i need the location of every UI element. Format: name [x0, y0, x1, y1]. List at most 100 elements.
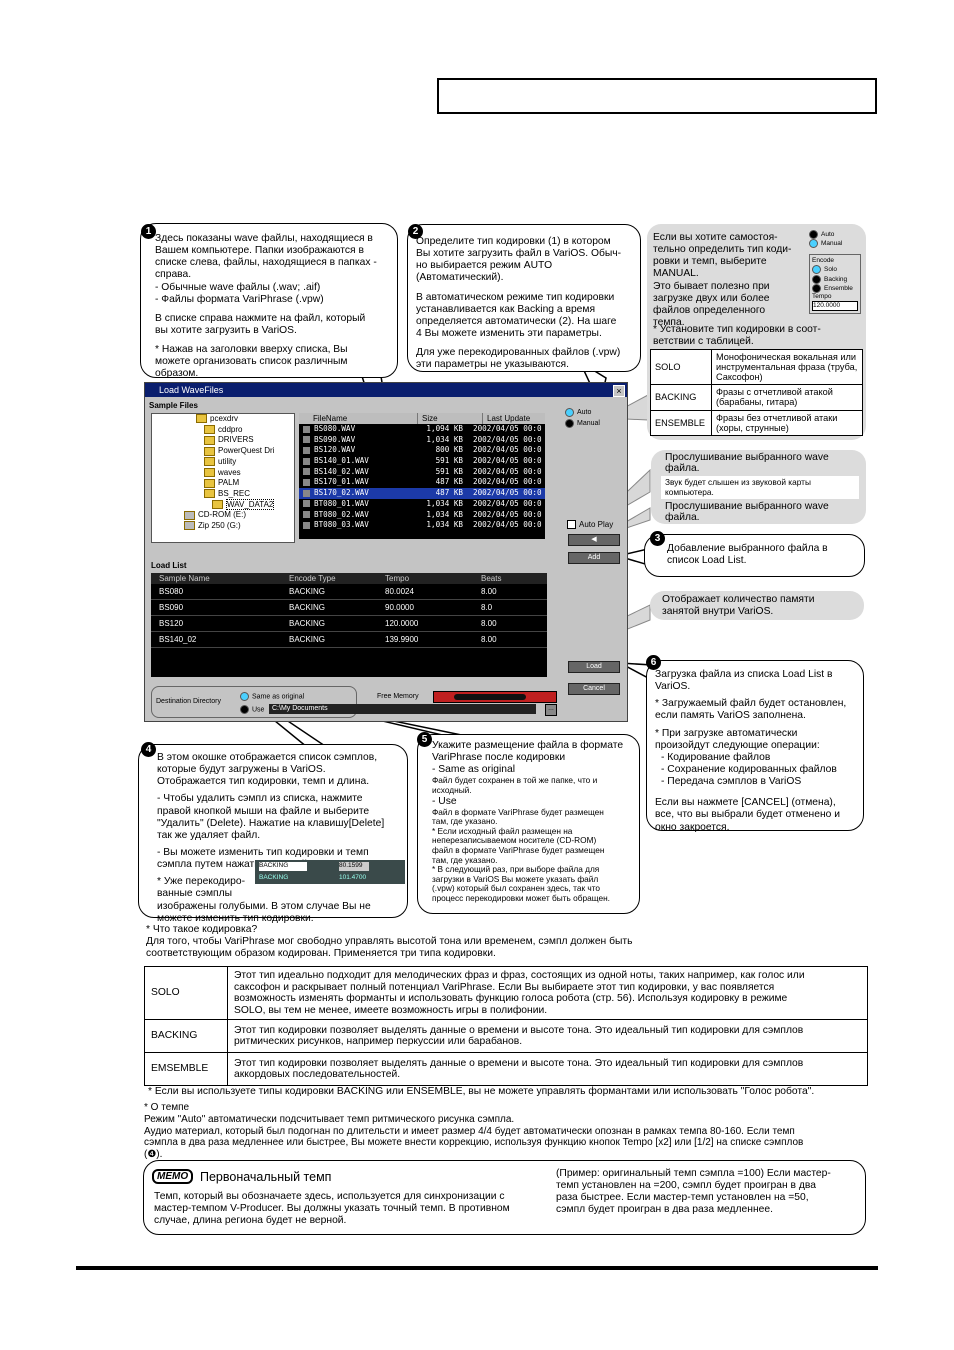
callout-4-line: - Вы можете изменить тип кодировки и тем…: [157, 846, 369, 858]
memo-title: Первоначальный темп: [200, 1170, 332, 1184]
folder-tree[interactable]: pcexdrv cddpro DRIVERS PowerQuest Dri ut…: [151, 413, 295, 543]
callout-1-line: - Файлы формата VariPhrase (.vpw): [155, 293, 324, 305]
col-size[interactable]: Size: [418, 413, 483, 424]
callout-memory: Отображает количество памяти занятой вну…: [650, 591, 864, 620]
free-memory-label: Free Memory: [377, 693, 419, 700]
ll-col-tempo[interactable]: Tempo: [385, 574, 410, 583]
tempo-line: Режим "Auto" автоматически подсчитывает …: [144, 1113, 515, 1125]
file-name: BS170_02.WAV: [314, 488, 369, 498]
tree-item[interactable]: CD-ROM (E:): [156, 510, 294, 521]
folder-icon: [204, 478, 215, 488]
callout-5-small: * В следующий раз, при выборе файла для: [432, 864, 600, 875]
encode-type: SOLO: [144, 965, 228, 1021]
ll-col-sample[interactable]: Sample Name: [159, 574, 210, 583]
callout-1-line: В списке справа нажмите на файл, который: [155, 312, 366, 324]
tree-item[interactable]: DRIVERS: [156, 435, 294, 446]
add-button[interactable]: Add: [568, 552, 620, 564]
tree-item[interactable]: cddpro: [156, 425, 294, 436]
callout-3-line: Добавление выбранного файла в: [667, 543, 828, 554]
tree-item-selected[interactable]: WAV_DATA2: [156, 498, 294, 511]
callout-4-line: изображены голубыми. В этом случае Вы не: [157, 900, 371, 912]
ll-beats: 8.00: [481, 587, 497, 596]
manual-note-line: * Установите тип кодировки в соот-: [653, 324, 821, 335]
manual-radio[interactable]: Manual: [565, 418, 600, 429]
auto-label: Auto: [577, 409, 592, 416]
mini-encode-value: BACKING: [259, 862, 307, 871]
tempo-line: Аудио материал, который был подогнан по …: [144, 1125, 795, 1137]
ll-tempo: 139.9900: [385, 635, 419, 644]
ll-col-encode[interactable]: Encode Type: [289, 574, 336, 583]
tree-item[interactable]: BS_REC: [156, 489, 294, 500]
col-filename[interactable]: FileName: [299, 413, 418, 424]
callout-1-line: вы хотите загрузить в VariOS.: [155, 324, 297, 336]
file-size: 487 KB: [435, 488, 463, 498]
use-path-field[interactable]: C:\My Documents: [269, 704, 536, 714]
tree-item[interactable]: waves: [156, 468, 294, 479]
play-icon: ◀: [591, 536, 597, 543]
wave-file-icon: [303, 500, 310, 508]
manual-text: Если вы хотите самостоя- тельно определи…: [653, 232, 803, 329]
play-bottom: Прослушивание выбранного wave файла.: [665, 501, 829, 524]
ll-tempo: 80.0024: [385, 587, 414, 596]
load-list-header: Sample Name Encode Type Tempo Beats: [151, 573, 547, 584]
file-name: BT080_01.WAV: [314, 498, 369, 508]
browse-button[interactable]: …: [545, 704, 557, 716]
use-radio[interactable]: Use: [240, 705, 264, 714]
radio-off-icon: [240, 705, 249, 714]
cancel-button[interactable]: Cancel: [568, 683, 620, 695]
file-list-header: FileName Size Last Update: [299, 413, 545, 424]
tree-item[interactable]: Zip 250 (G:): [156, 521, 294, 532]
load-button[interactable]: Load: [568, 661, 620, 673]
play-sub-line: Звук будет слышен из звуковой карты: [665, 477, 811, 487]
file-name: BT080_03.WAV: [314, 520, 369, 530]
step-5-badge: 5: [417, 732, 432, 747]
manual-line: MANUAL.: [653, 268, 699, 280]
play-title-line: файла.: [665, 463, 700, 475]
file-date: 2002/04/05 00:0: [473, 520, 542, 530]
callout-6-line: Загрузка файла из списка Load List в: [655, 669, 833, 680]
encode-type: EMSEMBLE: [144, 1052, 228, 1087]
same-as-original-label: Same as original: [252, 693, 305, 701]
encode-desc: Этот тип кодировки позволяет выделять да…: [227, 1052, 868, 1087]
load-list[interactable]: Sample Name Encode Type Tempo Beats BS08…: [151, 573, 547, 677]
callout-3: Добавление выбранного файла в список Loa…: [644, 534, 865, 577]
auto-play-checkbox[interactable]: Auto Play: [567, 520, 613, 530]
load-list-label: Load List: [151, 561, 187, 570]
tempo-line: * О темпе: [144, 1102, 190, 1113]
callout-6-line: произойдут следующие операции:: [655, 739, 820, 751]
col-last-update[interactable]: Last Update: [487, 414, 531, 423]
free-memory-meter-track: [454, 694, 526, 700]
tree-item[interactable]: pcexdrv: [156, 414, 294, 425]
close-button[interactable]: ×: [613, 385, 625, 397]
same-as-original-radio[interactable]: Same as original: [240, 692, 304, 701]
callout-6-line: * При загрузке автоматически: [655, 727, 798, 739]
tree-item[interactable]: PowerQuest Dri: [156, 446, 294, 457]
tree-item[interactable]: utility: [156, 457, 294, 468]
ll-col-beats[interactable]: Beats: [481, 574, 502, 583]
ll-tempo: 90.0000: [385, 603, 414, 612]
play-button[interactable]: ◀: [568, 534, 620, 546]
wave-file-icon: [303, 425, 310, 433]
file-name: BS140_01.WAV: [314, 456, 369, 466]
callout-6-line: если память VariOS заполнена.: [655, 710, 806, 722]
auto-radio[interactable]: Auto: [565, 407, 600, 418]
tree-item[interactable]: PALM: [156, 478, 294, 489]
